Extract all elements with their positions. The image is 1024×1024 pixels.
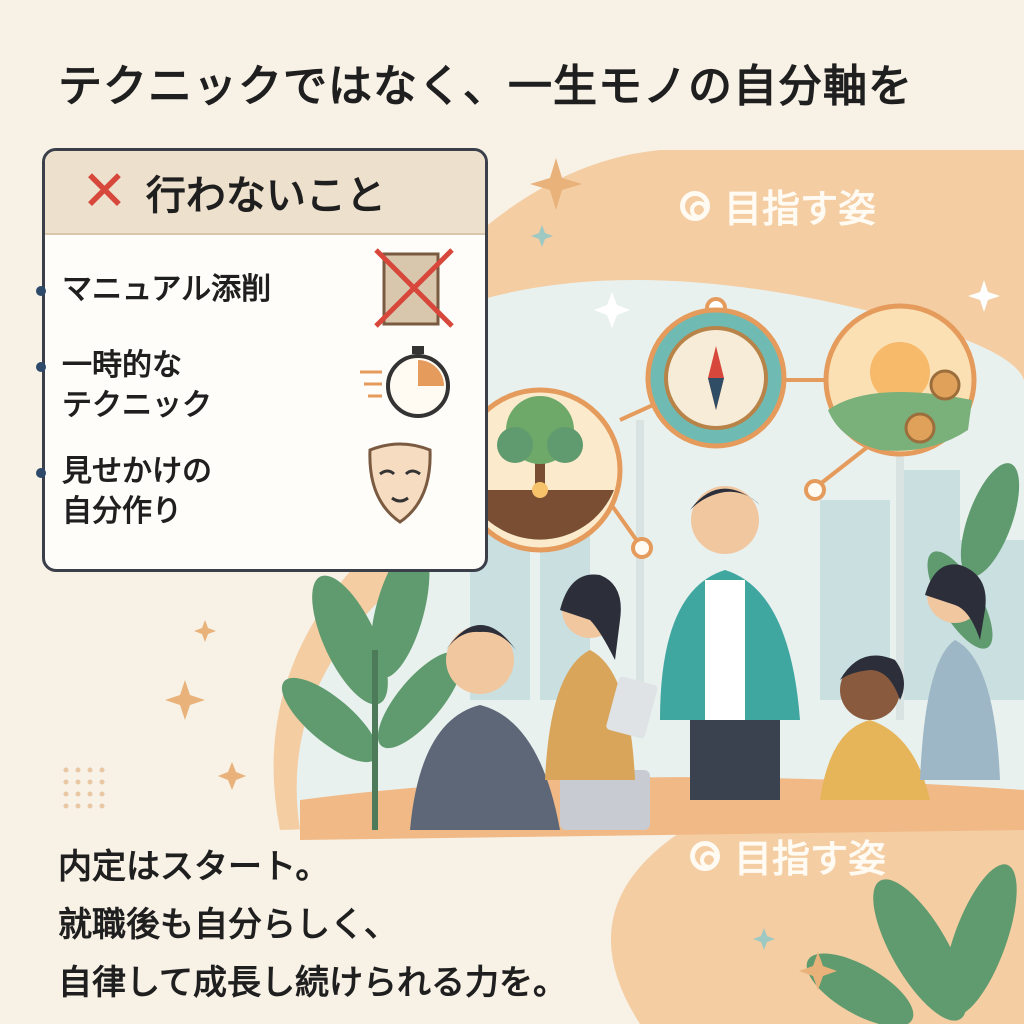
avoid-card-header: ✕ 行わないこと [45,151,485,235]
goal-banner-top-label: 目指す姿 [724,187,877,231]
target-ring-icon [690,840,720,871]
avoid-item-1: マニュアル添削 [36,270,271,310]
avoid-card-title: 行わないこと [145,173,386,219]
tree-roots-circle-illustration [457,387,623,553]
avoid-item-2-line2: テクニック [62,388,212,423]
bullet-dot [36,285,46,296]
avoid-item-3: 見せかけの 自分作り [36,452,212,532]
bullet-dot [36,361,46,372]
dot-grid-decoration [63,767,105,809]
footer-line-3: 自律して成長し続けられる力を。 [58,963,567,1003]
avoid-item-1-text: マニュアル添削 [62,272,272,307]
crossed-book-icon [374,248,454,328]
avoid-item-2-line1: 一時的な [62,348,182,383]
sunrise-gears-circle-illustration [823,303,977,457]
sparkle-decorations [165,158,1000,990]
compass-circle-illustration [645,307,787,449]
person-woman-right [920,564,1000,780]
avoid-item-3-line2: 自分作り [62,494,182,529]
person-woman-smiling [820,655,930,800]
person-seated-laptop [410,625,650,830]
person-standing-man [660,486,800,800]
page-title: テクニックではなく、一生モノの自分軸を [58,61,913,112]
avoid-item-2: 一時的な テクニック [36,346,212,426]
footer-line-1: 内定はスタート。 [58,847,330,887]
goal-banner-top: 目指す姿 [680,178,876,233]
goal-banner-bottom: 目指す姿 [690,828,886,883]
x-mark-icon: ✕ [81,159,128,224]
footer-line-2: 就職後も自分らしく、 [58,905,398,945]
footer-message: 内定はスタート。 就職後も自分らしく、 自律して成長し続けられる力を。 [58,838,567,1012]
bullet-dot [36,467,46,478]
plant-left-illustration [281,542,463,830]
person-woman-tablet [545,574,658,780]
goal-banner-bottom-label: 目指す姿 [734,837,887,881]
mask-icon [368,442,432,524]
target-ring-icon [680,190,710,221]
stopwatch-icon [360,346,450,418]
avoid-item-3-line1: 見せかけの [62,454,212,489]
